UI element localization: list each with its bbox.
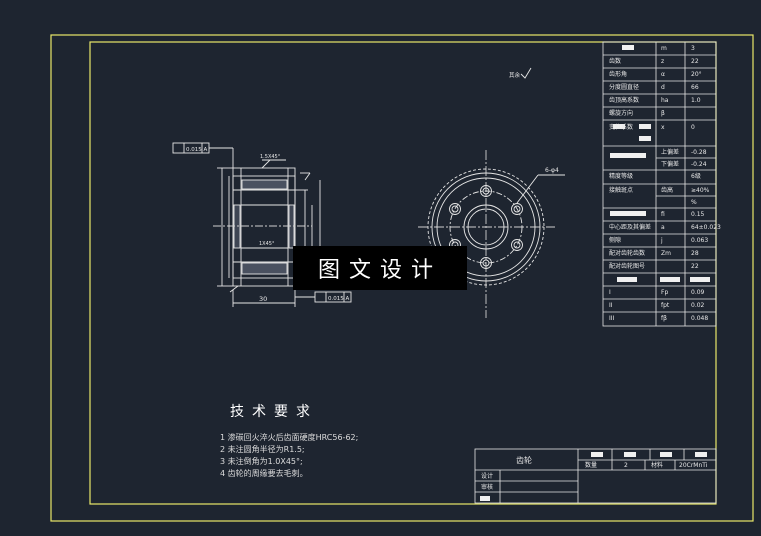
param-value: 6级 <box>691 173 701 180</box>
part-name: 齿轮 <box>516 456 532 465</box>
material-label: 材料 <box>651 462 664 469</box>
param-symbol: m <box>661 45 667 52</box>
tol-frame-top-text: 0.015 A <box>186 147 207 153</box>
param-symbol: a <box>661 224 665 231</box>
tol-frame-bottom-text: 0.015 A <box>328 296 349 302</box>
param-name: 齿顶高系数 <box>609 97 640 104</box>
requirement-item: 3 未注倒角为1.0X45°; <box>220 457 303 466</box>
qty-label: 数量 <box>585 462 598 469</box>
param-symbol: Zm <box>661 250 671 257</box>
parameter-table-grid <box>602 41 717 327</box>
param-symbol: j <box>661 237 663 244</box>
param-symbol: α <box>661 71 665 78</box>
qty-value: 2 <box>624 462 628 469</box>
param-name: 精度等级 <box>609 173 634 180</box>
param-symbol: x <box>661 124 665 131</box>
chamfer-top-text: 1.5X45° <box>260 154 281 160</box>
front-circular-view <box>418 150 565 318</box>
tech-requirements-title: 技术要求 <box>230 404 318 420</box>
param-value: 22 <box>691 58 699 65</box>
param-value: 28 <box>691 250 699 257</box>
bolt-holes <box>449 185 523 269</box>
param-value: -0.28 <box>691 149 707 156</box>
param-name: 接触斑点 <box>609 187 634 194</box>
side-section-view <box>172 142 352 307</box>
gear-parameter-table: m 3 齿数 z 22 齿形角 α 20° 分度圆直径 d 66 齿顶高系数 ha 1.0 螺旋方向 β 变位系… <box>603 42 721 326</box>
param-value: ≥40% <box>691 187 710 194</box>
param-name: 齿数 <box>609 58 622 65</box>
param-symbol: 上偏差 <box>661 149 680 156</box>
holes-label: 6-φ4 <box>545 167 559 174</box>
param-value: 0 <box>691 124 695 131</box>
param-symbol: ha <box>661 97 669 104</box>
param-symbol: 齿高 <box>661 187 674 194</box>
param-symbol: fi <box>661 211 665 218</box>
requirement-item: 1 渗碳回火淬火后齿面硬度HRC56-62; <box>220 433 359 442</box>
param-name: 分度圆直径 <box>609 84 640 91</box>
param-value: 0.048 <box>691 315 709 322</box>
param-name: 配对齿轮图号 <box>609 263 646 270</box>
watermark-banner: 图文设计 <box>293 246 467 290</box>
param-value: 22 <box>691 263 699 270</box>
requirement-item: 2 未注圆角半径为R1.5; <box>220 445 305 454</box>
roughness-symbol <box>520 67 532 79</box>
param-name: 配对齿轮齿数 <box>609 250 646 257</box>
param-name: I <box>609 289 611 296</box>
chamfer-mid-text: 1X45° <box>259 241 275 247</box>
param-symbol: 下偏差 <box>661 161 680 168</box>
rest-label: 其余 <box>509 71 521 79</box>
param-value: 20° <box>691 71 702 78</box>
design-label: 设计 <box>481 473 494 480</box>
param-value: 3 <box>691 45 695 52</box>
material-value: 20CrMnTi <box>679 462 708 469</box>
param-value: % <box>691 199 697 206</box>
outer-frame <box>50 34 754 522</box>
param-name: 螺旋方向 <box>609 110 634 117</box>
param-name: III <box>609 315 615 322</box>
param-value: 0.15 <box>691 211 705 218</box>
requirement-item: 4 齿轮的周缘要去毛刺。 <box>220 469 308 478</box>
param-value: 1.0 <box>691 97 701 104</box>
param-name: 齿形角 <box>609 71 628 78</box>
param-value: 64±0.023 <box>691 224 721 231</box>
param-name: 中心距及其偏差 <box>609 224 652 231</box>
param-symbol: fpt <box>661 302 670 309</box>
param-name: 侧隙 <box>609 237 622 244</box>
param-value: -0.24 <box>691 161 707 168</box>
param-value: 0.09 <box>691 289 705 296</box>
param-value: 0.063 <box>691 237 709 244</box>
param-name: 变位系数 <box>609 124 634 131</box>
param-symbol: z <box>661 58 665 65</box>
param-symbol: Fp <box>661 289 669 296</box>
param-symbol: fβ <box>661 315 667 322</box>
table-placeholder-blocks <box>610 45 710 282</box>
param-symbol: d <box>661 84 665 91</box>
title-block-grid <box>474 448 717 504</box>
param-value: 66 <box>691 84 699 91</box>
check-label: 审核 <box>481 484 494 491</box>
param-symbol: β <box>661 110 665 117</box>
title-block-placeholders <box>480 452 707 501</box>
param-value: 0.02 <box>691 302 705 309</box>
param-name: II <box>609 302 613 309</box>
dim-30-text: 30 <box>259 295 267 303</box>
